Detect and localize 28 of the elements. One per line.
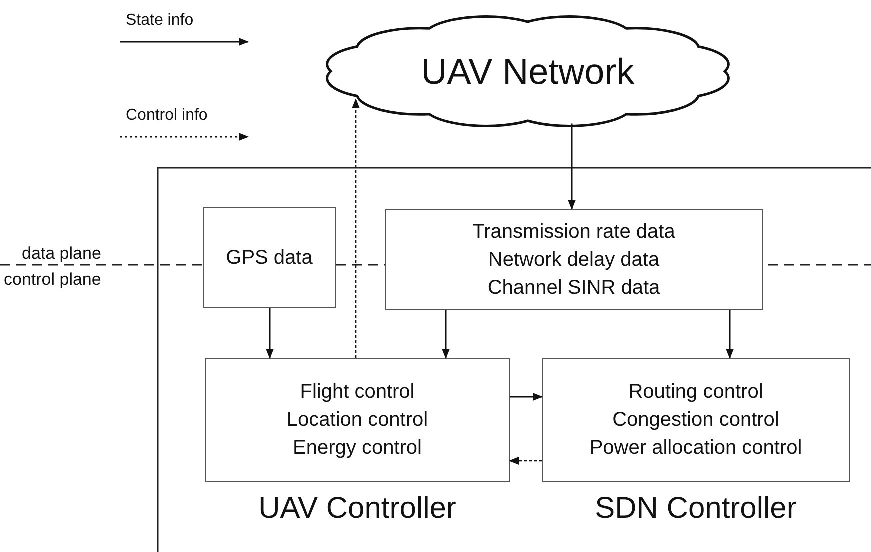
box-text: Network delay data: [487, 248, 661, 272]
arrow: [442, 310, 450, 359]
legend-text: Control info: [126, 107, 208, 125]
arrow: [509, 457, 542, 465]
controller-title: SDN Controller: [594, 492, 798, 526]
process-box: [385, 209, 763, 310]
controller-title: UAV Controller: [258, 492, 458, 526]
arrow: [726, 310, 734, 359]
legend-text: State info: [126, 12, 194, 30]
box-text: Energy control: [292, 436, 423, 461]
arrow: [568, 124, 576, 210]
box-text: Routing control: [628, 380, 764, 405]
cloud-label: UAV Network: [421, 50, 635, 92]
process-box: [542, 358, 850, 482]
plane-label: control plane: [4, 270, 102, 290]
box-text: Location control: [286, 408, 430, 433]
box-text: GPS data: [225, 246, 314, 270]
plane-label: data plane: [22, 244, 102, 264]
box-text: Channel SINR data: [486, 276, 662, 300]
arrow: [510, 393, 543, 401]
arrow: [352, 98, 360, 358]
box-text: Transmission rate data: [472, 220, 676, 244]
process-box: [203, 207, 336, 308]
process-box: [205, 358, 510, 482]
box-text: Flight control: [299, 380, 416, 405]
box-text: Power allocation control: [588, 436, 804, 461]
box-text: Congestion control: [612, 408, 780, 433]
arrow: [266, 308, 274, 359]
